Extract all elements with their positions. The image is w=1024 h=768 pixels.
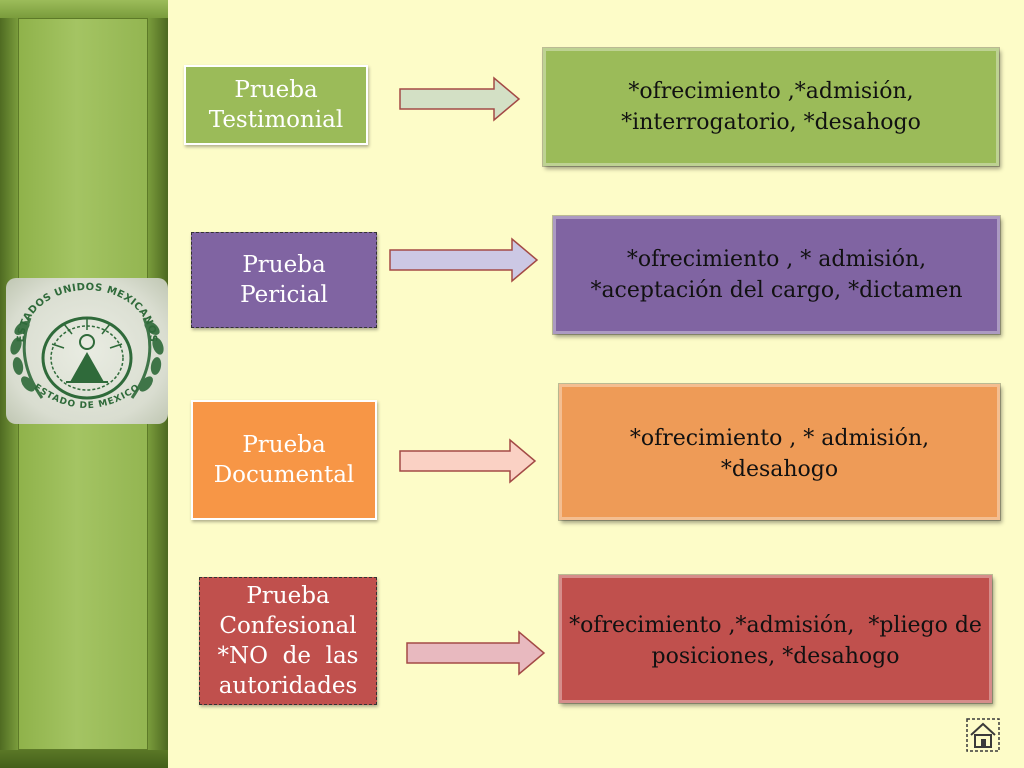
label-confesional-line-4: autoridades xyxy=(218,673,358,699)
seal-emblem-icon: ESTADOS UNIDOS MEXICANOS ESTADO DE MEXIC… xyxy=(6,278,168,424)
label-pericial: Prueba Pericial xyxy=(191,232,377,328)
arrow-right-icon xyxy=(399,438,537,484)
label-pericial-line-2: Pericial xyxy=(240,282,328,308)
wreath-icon xyxy=(10,317,164,399)
result-confesional-line-1: *ofrecimiento ,*admisión, *pliego de xyxy=(569,613,982,638)
label-testimonial: Prueba Testimonial xyxy=(184,65,368,145)
label-testimonial-line-2: Testimonial xyxy=(208,107,344,133)
result-testimonial-line-1: *ofrecimiento ,*admisión, xyxy=(628,79,914,104)
arrow-right-icon xyxy=(399,76,521,122)
label-testimonial-line-1: Prueba xyxy=(234,77,318,103)
result-confesional-line-2: posiciones, *desahogo xyxy=(651,644,900,669)
side-bar-bevel-bottom xyxy=(0,750,168,768)
result-documental: *ofrecimiento , * admisión, *desahogo xyxy=(558,383,1001,521)
home-icon[interactable] xyxy=(966,718,1000,752)
arrow-right-icon xyxy=(406,630,546,676)
label-confesional-line-3: *NO de las xyxy=(217,643,359,669)
result-documental-line-1: *ofrecimiento , * admisión, xyxy=(629,426,930,451)
result-pericial-line-1: *ofrecimiento , * admisión, xyxy=(626,247,927,272)
result-testimonial-line-2: *interrogatorio, *desahogo xyxy=(621,110,921,135)
result-pericial: *ofrecimiento , * admisión, *aceptación … xyxy=(552,215,1001,335)
result-confesional: *ofrecimiento ,*admisión, *pliego de pos… xyxy=(558,574,993,704)
label-pericial-line-1: Prueba xyxy=(242,252,326,278)
arrow-right-icon xyxy=(389,237,539,283)
label-documental-line-1: Prueba xyxy=(242,432,326,458)
result-documental-line-2: *desahogo xyxy=(720,457,839,482)
label-confesional-line-2: Confesional xyxy=(219,613,357,639)
side-bar-bevel-top xyxy=(0,0,168,18)
label-confesional: Prueba Confesional *NO de las autoridade… xyxy=(199,577,377,705)
svg-text:ESTADOS UNIDOS MEXICANOS: ESTADOS UNIDOS MEXICANOS xyxy=(16,282,158,343)
seal-top-text: ESTADOS UNIDOS MEXICANOS xyxy=(16,282,158,343)
label-documental-line-2: Documental xyxy=(213,462,355,488)
label-documental: Prueba Documental xyxy=(191,400,377,520)
seal-graphic: ESTADOS UNIDOS MEXICANOS ESTADO DE MEXIC… xyxy=(10,282,164,411)
result-testimonial: *ofrecimiento ,*admisión, *interrogatori… xyxy=(542,47,1000,167)
label-confesional-line-1: Prueba xyxy=(246,583,330,609)
result-pericial-line-2: *aceptación del cargo, *dictamen xyxy=(590,278,963,303)
